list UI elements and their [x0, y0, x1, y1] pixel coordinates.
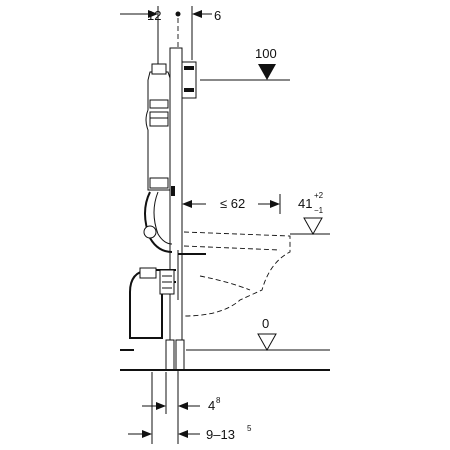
- frame-post: [169, 47, 183, 371]
- dim-bowl-height-tol-plus: +2: [314, 191, 324, 200]
- dim-bottom-lower-sup: 5: [247, 424, 252, 433]
- dim-depth-label: ≤ 62: [220, 196, 245, 211]
- depth-dimension: ≤ 62: [181, 192, 281, 214]
- dim-100-label: 100: [255, 46, 277, 61]
- dim-bowl-height-tol-minus: −1: [314, 206, 324, 215]
- wc-bowl-outline: [183, 231, 291, 317]
- installation-frame: [129, 47, 206, 371]
- bottom-dimension-upper: 4 8: [142, 372, 221, 414]
- bowl-height-level: 41 +2 −1: [290, 191, 330, 236]
- level-triangle-0: [257, 333, 277, 352]
- floor-level: 0: [120, 316, 330, 371]
- dim-bottom-upper-sup: 8: [216, 396, 221, 405]
- level-triangle-100: [258, 64, 276, 80]
- dim-bowl-height-label: 41: [298, 196, 312, 211]
- bottom-dimension-lower: 9–13 5: [128, 372, 252, 444]
- dim-top-right-label: 6: [214, 8, 221, 23]
- center-point: [175, 11, 181, 17]
- dim-top-left-label: 12: [147, 8, 161, 23]
- dim-floor-label: 0: [262, 316, 269, 331]
- level-triangle-41: [303, 217, 323, 236]
- dim-bottom-lower-label: 9–13: [206, 427, 235, 442]
- dim-bottom-upper-label: 4: [208, 398, 215, 413]
- flush-plate-level: 100: [200, 46, 290, 81]
- cistern: [145, 71, 171, 191]
